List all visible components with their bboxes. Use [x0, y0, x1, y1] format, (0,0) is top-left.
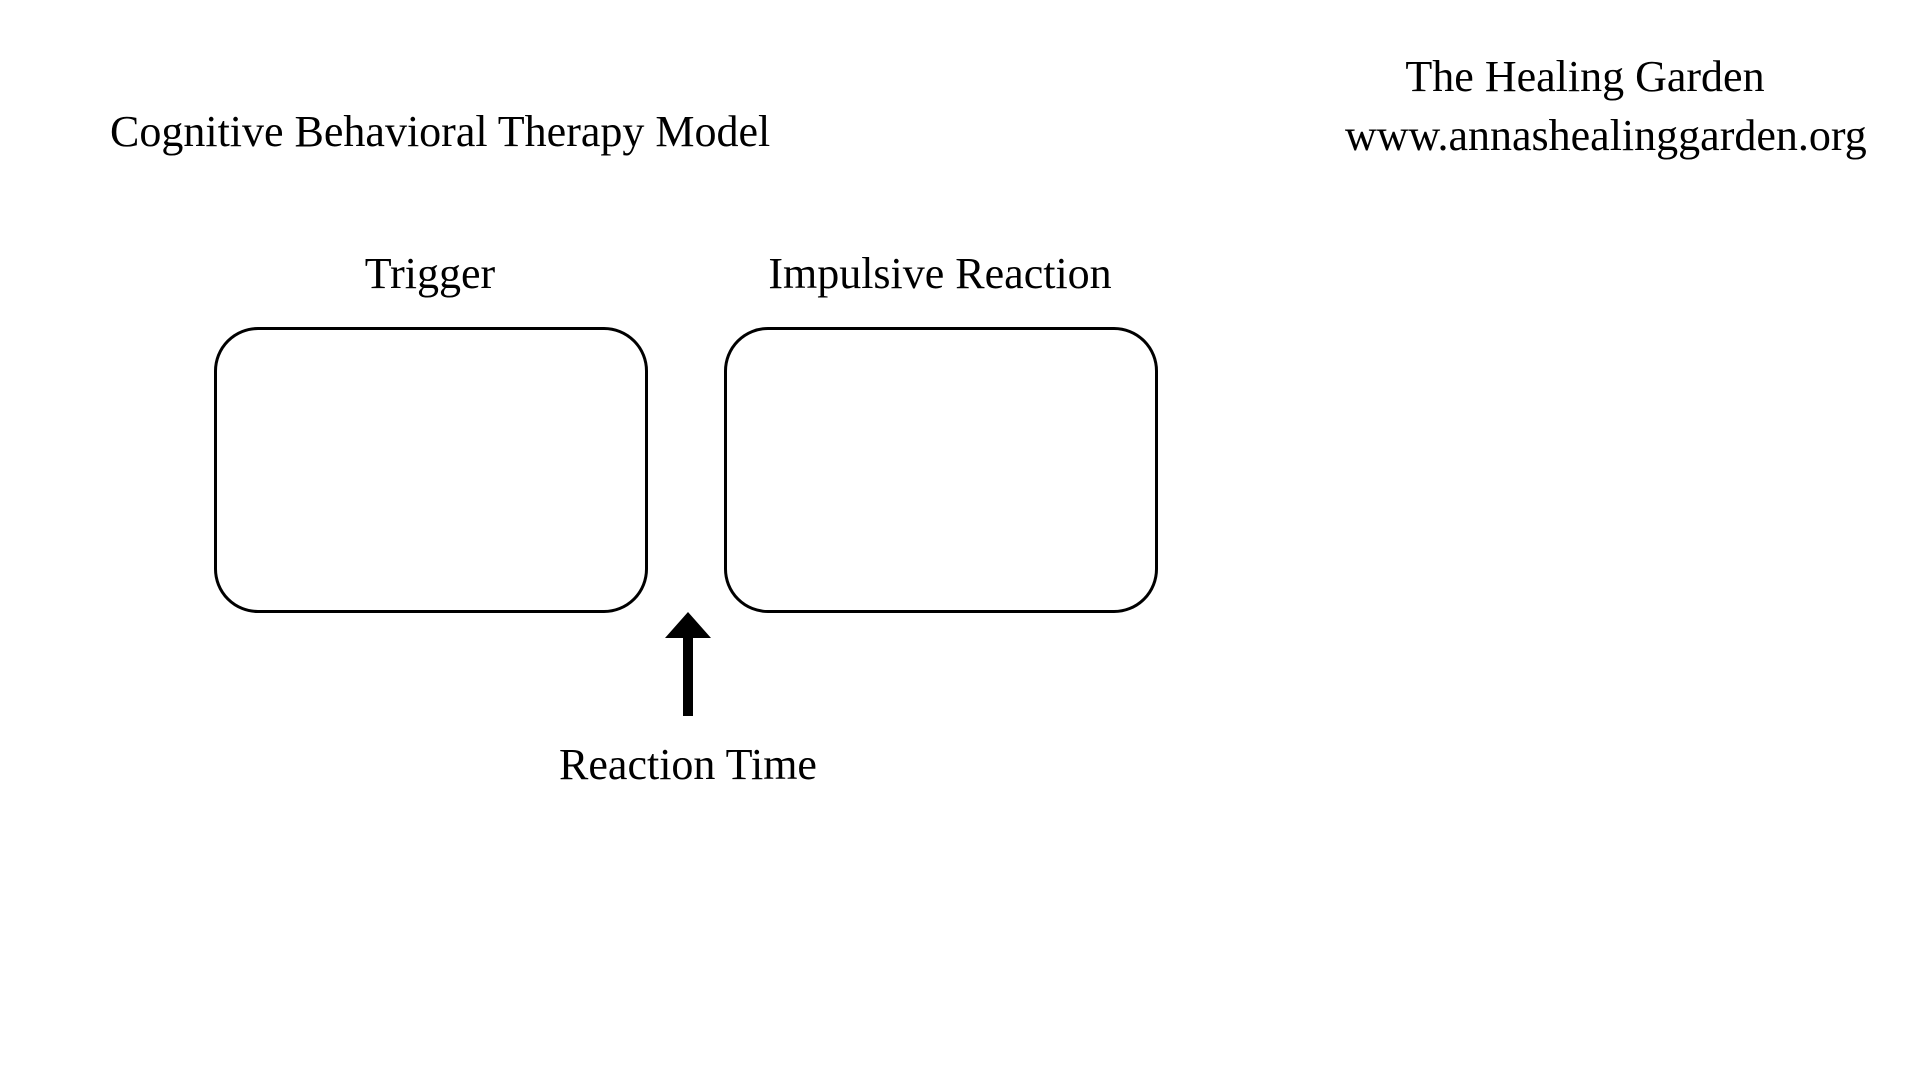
organization-name: The Healing Garden [1405, 52, 1765, 101]
organization-url: www.annashealinggarden.org [1345, 111, 1867, 160]
impulsive-reaction-box [724, 327, 1158, 613]
page-title: Cognitive Behavioral Therapy Model [110, 107, 771, 156]
arrow-up-icon [665, 612, 711, 716]
trigger-label: Trigger [364, 249, 496, 298]
impulsive-reaction-label: Impulsive Reaction [768, 249, 1112, 298]
reaction-time-label: Reaction Time [559, 740, 817, 789]
trigger-box [214, 327, 648, 613]
